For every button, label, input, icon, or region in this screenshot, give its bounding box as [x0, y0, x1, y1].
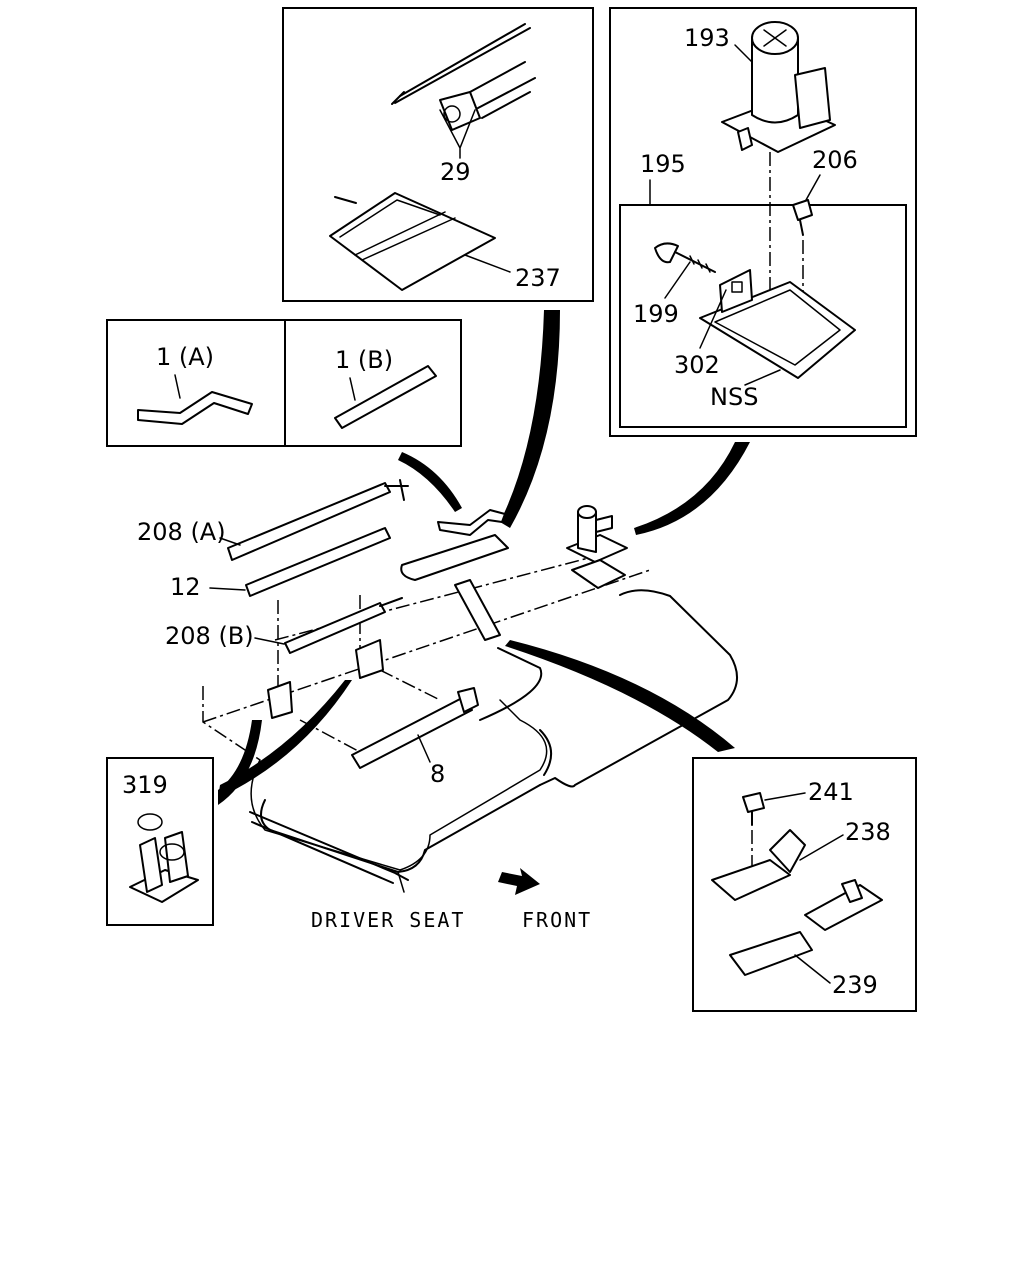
- callout-8: 8: [430, 760, 445, 788]
- callout-29: 29: [440, 158, 471, 186]
- callout-239: 239: [832, 971, 878, 999]
- rod-208b: [284, 602, 386, 654]
- callout-237: 237: [515, 264, 561, 292]
- callout-12: 12: [170, 573, 201, 601]
- rod-12: [245, 527, 391, 597]
- callout-241: 241: [808, 778, 854, 806]
- inset-jack: 193 206 195 199 302 NSS: [609, 7, 917, 437]
- callout-193: 193: [684, 24, 730, 52]
- inset-handle: 1 (A) 1 (B): [106, 319, 462, 447]
- callout-206: 206: [812, 146, 858, 174]
- inset-clip-319: 319: [106, 757, 214, 926]
- callout-302: 302: [674, 351, 720, 379]
- pointer-arrows: [218, 310, 750, 805]
- callout-208b: 208 (B): [165, 622, 254, 650]
- main-assembly: 208 (A) 12 208 (B) 8: [137, 479, 738, 932]
- inset-tool-bag: 29 237: [282, 7, 594, 302]
- callout-1b: 1 (B): [335, 346, 393, 374]
- caption-driver-seat: DRIVER SEAT: [311, 908, 465, 932]
- caption-front: FRONT: [522, 908, 592, 932]
- callout-199: 199: [633, 300, 679, 328]
- callout-208a: 208 (A): [137, 518, 226, 546]
- callout-319: 319: [122, 771, 168, 799]
- callout-238: 238: [845, 818, 891, 846]
- inset-holders: 241 238 239: [692, 757, 917, 1012]
- callout-195: 195: [640, 150, 686, 178]
- callout-nss: NSS: [710, 383, 758, 411]
- callout-1a: 1 (A): [156, 343, 214, 371]
- rod-208a: [227, 482, 391, 561]
